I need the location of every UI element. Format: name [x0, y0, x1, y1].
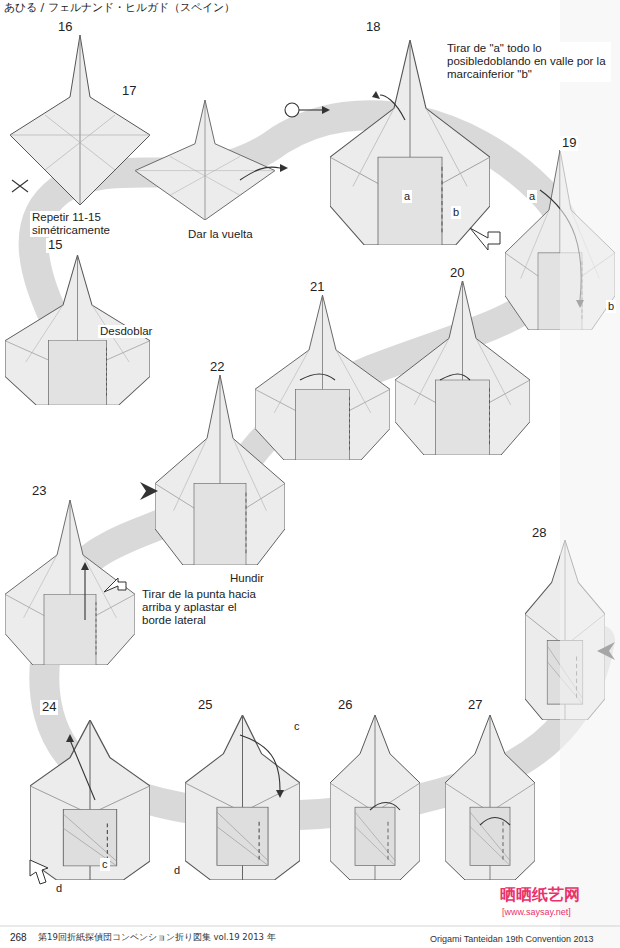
step-number: 20	[448, 266, 466, 281]
step-number: 26	[336, 698, 354, 713]
reference-letter: c	[100, 858, 110, 871]
step-number: 23	[30, 484, 48, 499]
step-number: 19	[560, 136, 578, 151]
step-number: 17	[120, 84, 138, 99]
reference-letter: a	[527, 190, 537, 203]
reference-letter: d	[54, 882, 64, 895]
instruction-text: Tirar de la punta hacia arriba y aplasta…	[140, 588, 262, 628]
reference-letter: a	[402, 190, 412, 203]
reference-letter: d	[172, 864, 182, 877]
step-number: 21	[308, 280, 326, 295]
step-number: 28	[530, 526, 548, 541]
instruction-text: Hundir	[228, 572, 266, 585]
step-number: 25	[196, 698, 214, 713]
instruction-text: Dar la vuelta	[186, 228, 255, 241]
step-number: 18	[364, 20, 382, 35]
step-number: 24	[40, 700, 58, 715]
instruction-text: Desdoblar	[98, 325, 154, 338]
page-footer: 第19回折紙探偵団コンベンション折り図集 vol.19 2013 年	[36, 933, 278, 943]
instruction-text: Tirar de "a" todo lo posibledoblando en …	[445, 42, 611, 82]
page-footer: Origami Tanteidan 19th Convention 2013	[428, 934, 595, 944]
step-number: 15	[46, 238, 64, 253]
instruction-text: Repetir 11-15 simétricamente	[30, 211, 146, 237]
step-number: 16	[56, 20, 74, 35]
reference-letter: c	[292, 720, 302, 733]
reference-letter: b	[451, 206, 461, 219]
step-number: 22	[208, 360, 226, 375]
step-number: 27	[466, 698, 484, 713]
reference-letter: b	[606, 300, 616, 313]
page-header: あひる / フェルナンド・ヒルガド（スペイン）	[2, 2, 237, 15]
watermark: 晒晒纸艺网	[498, 886, 582, 904]
page-number: 268	[8, 932, 29, 944]
watermark: [www.saysay.net]	[500, 907, 573, 917]
